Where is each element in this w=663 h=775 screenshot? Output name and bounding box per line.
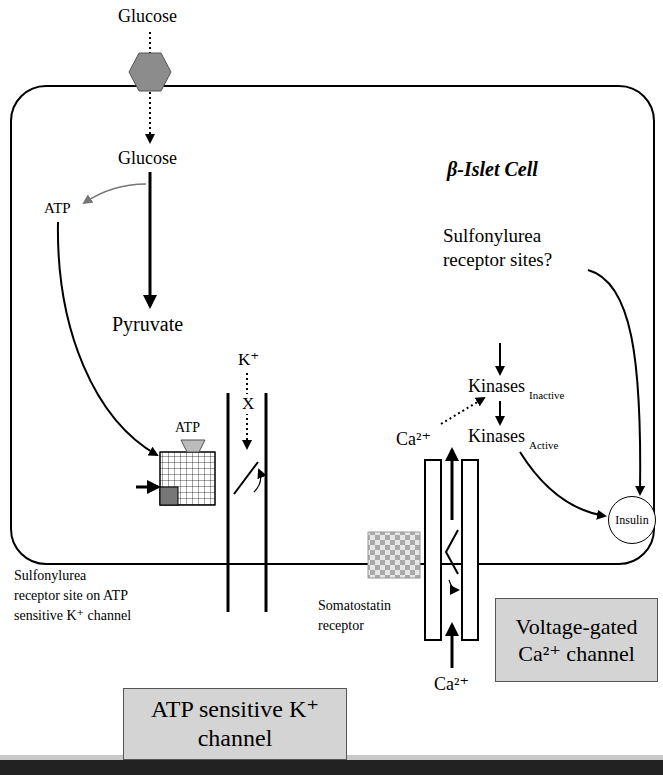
ion-label-holder: Ca²⁺: [434, 673, 469, 695]
atp-label: ATP: [160, 420, 215, 436]
receptor-label: Somatostatin receptor: [318, 596, 410, 636]
ca-channel-wall: [425, 460, 441, 640]
cell-title-holder: β-Islet Cell: [447, 158, 538, 181]
caption-text: ATP sensitive K⁺ channel: [124, 695, 346, 753]
ion-label: Ca²⁺: [434, 673, 469, 695]
atp-label-holder: ATP: [160, 420, 215, 436]
ion-label: Ca²⁺: [396, 428, 431, 450]
pathway-arrow: [499, 401, 501, 424]
granule-label: Insulin: [615, 513, 648, 528]
receptor-note-holder: Sulfonylurea receptor sites?: [443, 224, 588, 272]
pathway-arrow: [499, 343, 501, 374]
block-mark-holder: X: [241, 394, 255, 414]
receptor-label-holder: Somatostatin receptor: [318, 596, 410, 636]
caption-text: Voltage-gated Ca²⁺ channel: [496, 613, 657, 668]
molecule-label: Glucose: [118, 148, 177, 169]
molecule-label-holder: Pyruvate: [112, 313, 183, 336]
k-channel-wall: [227, 393, 230, 612]
atp-binding-arrow: [58, 222, 157, 455]
ca-influx-arrow: [451, 450, 454, 520]
gate-motion-arrow: [449, 580, 458, 590]
site-note-holder: Sulfonylurea receptor site on ATP sensit…: [14, 566, 134, 626]
ca-channel-gate: [446, 530, 458, 574]
state-subscript: Active: [529, 439, 558, 451]
enzyme-label: Kinases: [468, 426, 525, 447]
molecule-label-holder: Glucose: [118, 6, 177, 27]
kinase-activation-arrow: [441, 398, 484, 424]
ion-label: K⁺: [238, 349, 259, 370]
molecule-label: Pyruvate: [112, 313, 183, 336]
enzyme-label-holder: Kinases: [468, 376, 525, 397]
ca-influx-arrow: [451, 625, 454, 668]
pointer-arrow: [136, 486, 158, 489]
gate-motion-arrow: [254, 470, 261, 492]
state-subscript-holder: Inactive: [529, 389, 564, 401]
bottom-bar: [0, 760, 663, 775]
enzyme-label-holder: Kinases: [468, 426, 525, 447]
receptor-note: Sulfonylurea receptor sites?: [443, 224, 588, 272]
atp-binding-site: [181, 440, 205, 452]
ion-label-holder: Ca²⁺: [396, 428, 431, 450]
somatostatin-receptor: [368, 532, 420, 578]
ion-label-holder: K⁺: [238, 349, 259, 370]
k-channel-wall: [265, 393, 268, 612]
site-note: Sulfonylurea receptor site on ATP sensit…: [14, 566, 134, 626]
cell-membrane: β-Islet CellInsulin ATP: [10, 85, 655, 565]
receptor-complex: ATP: [160, 452, 215, 505]
receptor-grid: [160, 452, 215, 505]
enzyme-label: Kinases: [468, 376, 525, 397]
state-subscript-holder: Active: [529, 439, 558, 451]
pathway-arrow: [520, 452, 605, 516]
ca-channel-wall: [462, 460, 478, 640]
molecule-label: ATP: [44, 200, 71, 217]
state-subscript: Inactive: [529, 389, 564, 401]
cell-title: β-Islet Cell: [447, 158, 538, 181]
molecule-label-holder: ATP: [44, 200, 71, 217]
caption-box: ATP sensitive K⁺ channel: [123, 688, 347, 760]
receptor-grid: [160, 452, 215, 505]
k-channel-gate: [234, 462, 258, 494]
molecule-label: Glucose: [118, 6, 177, 27]
block-mark: X: [241, 394, 255, 414]
sulfonylurea-site: [160, 487, 178, 505]
molecule-label-holder: Glucose: [118, 148, 177, 169]
pathway-arrow: [588, 270, 640, 494]
glucose-transporter: [129, 53, 171, 91]
glycolysis-arrow: [149, 172, 152, 306]
atp-production-arrow: [84, 184, 146, 203]
caption-box: Voltage-gated Ca²⁺ channel: [495, 598, 658, 682]
insulin-granule: Insulin: [608, 496, 656, 544]
